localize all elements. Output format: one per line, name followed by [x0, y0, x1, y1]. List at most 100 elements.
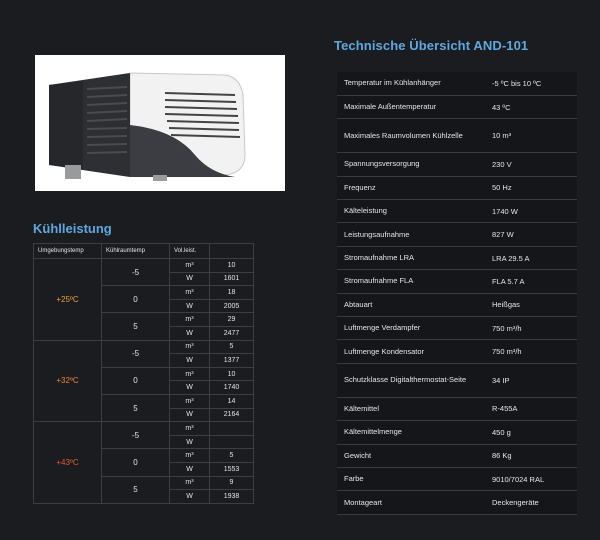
tech-spec-table: Temperatur im Kühlanhänger-5 ºC bis 10 º… — [337, 72, 577, 515]
room-temperature: 0 — [101, 366, 170, 395]
spec-value: 750 m³/h — [485, 339, 577, 364]
room-temperature: -5 — [101, 257, 170, 287]
ambient-temperature: +32ºC — [33, 339, 102, 423]
performance-table: Umgebungstemp Kühlraumtemp Vol.leist. +2… — [33, 243, 254, 504]
spec-label: Luftmenge Kondensator — [337, 339, 485, 364]
room-temperature: 5 — [101, 475, 170, 504]
value-cell: 1601 — [209, 271, 254, 287]
value-cell: 2477 — [209, 325, 254, 341]
room-temperature: -5 — [101, 421, 170, 450]
header-value — [209, 243, 254, 259]
room-temperature: -5 — [101, 339, 170, 368]
unit-cell: m³ — [169, 421, 210, 436]
unit-cell: W — [169, 353, 210, 368]
unit-cell: W — [169, 325, 210, 341]
spec-value: 43 ºC — [485, 95, 577, 120]
unit-cell: W — [169, 489, 210, 504]
spec-label: Luftmenge Verdampfer — [337, 316, 485, 341]
spec-label: Gewicht — [337, 444, 485, 468]
spec-label: Stromaufnahme LRA — [337, 246, 485, 271]
value-cell: 18 — [209, 285, 254, 300]
value-cell: 10 — [209, 258, 254, 273]
unit-cell: W — [169, 407, 210, 423]
room-temperature: 5 — [101, 312, 170, 341]
spec-label: Kältemittel — [337, 397, 485, 422]
tech-spec-row: Temperatur im Kühlanhänger-5 ºC bis 10 º… — [337, 72, 577, 96]
spec-value: R-455A — [485, 397, 577, 422]
ambient-temperature: +43ºC — [33, 421, 102, 504]
spec-label: Schutzklasse Digitalthermostat-Seite — [337, 363, 485, 398]
value-cell — [209, 434, 254, 450]
unit-cell: m³ — [169, 258, 210, 273]
value-cell: 10 — [209, 366, 254, 382]
spec-value: 34 IP — [485, 363, 577, 398]
header-ambient: Umgebungstemp — [33, 243, 102, 259]
unit-cell: W — [169, 434, 210, 450]
value-cell: 14 — [209, 393, 254, 409]
ambient-temperature: +25ºC — [33, 258, 102, 341]
spec-label: Kälteleistung — [337, 199, 485, 224]
room-temperature: 0 — [101, 448, 170, 477]
spec-label: Spannungsversorgung — [337, 152, 485, 177]
product-image — [35, 55, 285, 191]
spec-value: 10 m³ — [485, 118, 577, 154]
value-cell: 29 — [209, 312, 254, 327]
spec-value: 9010/7024 RAL — [485, 467, 577, 492]
spec-value: 750 m³/h — [485, 316, 577, 341]
unit-cell: W — [169, 380, 210, 395]
spec-value: Heißgas — [485, 293, 577, 318]
unit-cell: W — [169, 271, 210, 287]
spec-label: Frequenz — [337, 176, 485, 201]
value-cell: 1938 — [209, 489, 254, 504]
spec-label: Farbe — [337, 467, 485, 492]
value-cell: 1553 — [209, 461, 254, 477]
room-temperature: 0 — [101, 285, 170, 314]
unit-cell: m³ — [169, 312, 210, 327]
spec-value: 50 Hz — [485, 176, 577, 201]
spec-label: Maximales Raumvolumen Kühlzelle — [337, 118, 485, 154]
value-cell: 1740 — [209, 380, 254, 395]
unit-cell: W — [169, 298, 210, 314]
unit-cell: m³ — [169, 475, 210, 491]
value-cell — [209, 421, 254, 436]
room-temperature: 5 — [101, 393, 170, 423]
unit-cell: m³ — [169, 393, 210, 409]
spec-label: Maximale Außentemperatur — [337, 95, 485, 120]
spec-value: 450 g — [485, 420, 577, 445]
unit-cell: m³ — [169, 448, 210, 463]
spec-label: Montageart — [337, 490, 485, 515]
unit-cell: W — [169, 461, 210, 477]
spec-value: 230 V — [485, 152, 577, 177]
value-cell: 2005 — [209, 298, 254, 314]
spec-value: Deckengeräte — [485, 490, 577, 515]
performance-header-row: Umgebungstemp Kühlraumtemp Vol.leist. — [33, 243, 254, 259]
spec-value: -5 ºC bis 10 ºC — [485, 72, 577, 96]
